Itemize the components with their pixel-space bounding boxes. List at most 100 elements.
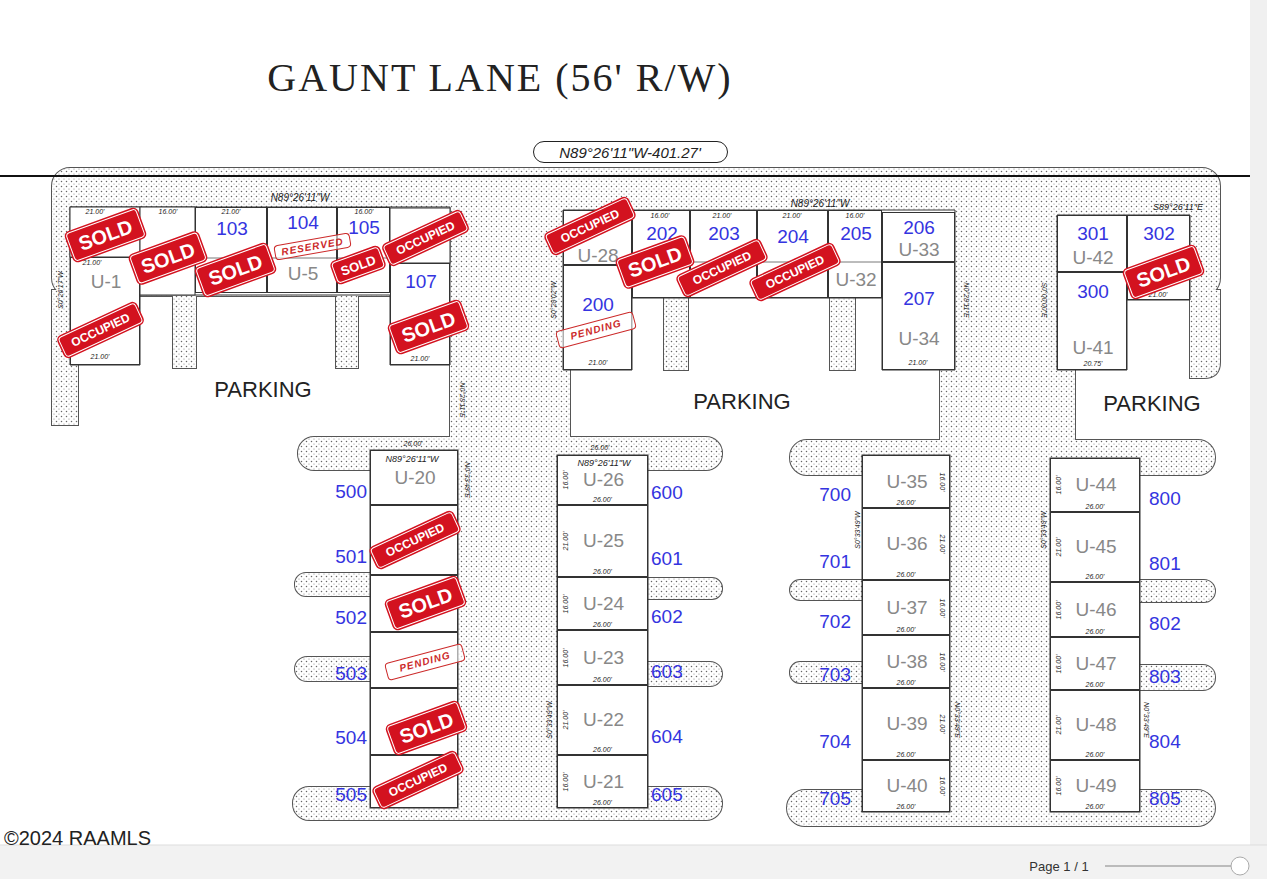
unit-number: 600 <box>651 483 683 502</box>
bearing-label: S0°33'49"W <box>854 511 861 548</box>
dimension-label: 26.00' <box>593 621 612 628</box>
bearing-label: N89°26'11"W <box>271 193 330 203</box>
unit-number: 805 <box>1149 789 1181 808</box>
bearing-label: S0°33'49"W <box>546 701 553 738</box>
unit-label: U-28 <box>577 246 618 265</box>
unit-label: U-22 <box>583 710 624 729</box>
unit-label: U-35 <box>886 471 927 490</box>
bearing-label: N0°28'11"E <box>963 282 970 317</box>
dimension-label: 26.00' <box>593 496 612 503</box>
zoom-slider-track <box>1105 865 1236 867</box>
unit-label: U-48 <box>1075 715 1116 734</box>
page-indicator: Page 1 / 1 <box>1029 860 1088 873</box>
dimension-label: 16.00' <box>562 594 569 613</box>
building-footprint <box>862 455 950 812</box>
unit-number: 601 <box>651 548 683 567</box>
unit-number: 701 <box>819 551 851 570</box>
unit-box: 207U-34 <box>882 262 955 370</box>
dimension-label: 21.00' <box>222 208 241 215</box>
unit-label: U-33 <box>898 240 939 259</box>
right-of-way-line <box>0 175 1250 177</box>
unit-number: 804 <box>1149 732 1181 751</box>
unit-number: 703 <box>819 665 851 684</box>
dimension-label: 16.00' <box>159 208 178 215</box>
bearing-label: N89°26'11"W <box>791 199 850 209</box>
unit-label: U-42 <box>1072 248 1113 267</box>
unit-number: 505 <box>335 785 367 804</box>
dimension-label: 21.00' <box>589 359 608 366</box>
unit-number: 801 <box>1149 554 1181 573</box>
dimension-label: 26.00' <box>1086 503 1105 510</box>
unit-label: U-20 <box>394 467 435 486</box>
dimension-label: 21.00' <box>83 259 102 266</box>
dimension-label: 16.00' <box>562 772 569 791</box>
unit-box: 206U-33 <box>882 212 955 262</box>
unit-number: 800 <box>1149 488 1181 507</box>
dimension-label: 16.00' <box>1055 654 1062 673</box>
building-footprints <box>70 207 1190 812</box>
dimension-label: 26.00' <box>1086 681 1105 688</box>
dimension-label: 21.00' <box>562 532 569 551</box>
area-label: PARKING <box>1103 393 1200 415</box>
unit-box: U-39704 <box>862 688 950 760</box>
bearing-text: N89°26'11"W-401.27' <box>559 145 701 160</box>
bearing-label: N89°26'11"W <box>386 455 439 464</box>
unit-number: 603 <box>651 661 683 680</box>
building-footprint <box>557 455 648 808</box>
unit-number: 802 <box>1149 613 1181 632</box>
unit-label: U-41 <box>1072 338 1113 357</box>
dimension-label: 16.00' <box>1055 476 1062 495</box>
dimension-label: 21.00' <box>939 715 946 734</box>
dimension-label: 26.00' <box>591 444 610 451</box>
unit-number: 103 <box>216 219 248 238</box>
dimension-label: 26.00' <box>404 440 423 447</box>
dimension-label: 20.75' <box>1084 360 1103 367</box>
unit-box: U-45801 <box>1050 512 1140 582</box>
unit-number: 105 <box>348 218 380 237</box>
unit-number: 203 <box>708 224 740 243</box>
dimension-label: 16.00' <box>562 471 569 490</box>
unit-label: U-26 <box>583 470 624 489</box>
unit-number: 602 <box>651 607 683 626</box>
unit-label: U-39 <box>886 714 927 733</box>
unit-number: 502 <box>335 608 367 627</box>
unit-number: 501 <box>335 547 367 566</box>
dimension-label: 26.00' <box>897 626 916 633</box>
unit-number: 200 <box>582 295 614 314</box>
unit-label: U-38 <box>886 651 927 670</box>
dimension-label: 26.00' <box>593 568 612 575</box>
unit-label: U-40 <box>886 776 927 795</box>
unit-box: U-36701 <box>862 508 950 580</box>
unit-label: U-34 <box>898 329 939 348</box>
dimension-label: 26.00' <box>1086 628 1105 635</box>
bearing-label: S89°26'11"E <box>1153 203 1203 212</box>
unit-number: 503 <box>335 664 367 683</box>
dimension-label: 16.00' <box>846 212 865 219</box>
dimension-label: 26.00' <box>1086 573 1105 580</box>
unit-number: 705 <box>819 789 851 808</box>
bearing-label: N0°33'49"E <box>1143 702 1150 738</box>
unit-label: U-37 <box>886 597 927 616</box>
dimension-label: 16.00' <box>355 208 374 215</box>
unit-number: 704 <box>819 731 851 750</box>
dimension-label: 21.00' <box>91 353 110 360</box>
dimension-label: 26.00' <box>593 746 612 753</box>
unit-label: U-44 <box>1075 475 1116 494</box>
unit-box: U-22604 <box>557 685 648 755</box>
unit-number: 702 <box>819 611 851 630</box>
watermark: ©2024 RAAMLS <box>4 828 151 848</box>
unit-number: 302 <box>1143 224 1175 243</box>
unit-label: U-49 <box>1075 776 1116 795</box>
viewer-bar-edge <box>0 845 1267 846</box>
dimension-label: 16.00' <box>939 598 946 617</box>
dimension-label: 16.00' <box>939 777 946 796</box>
unit-label: U-1 <box>91 272 122 291</box>
dimension-label: 21.00' <box>411 355 430 362</box>
unit-number: 204 <box>777 227 809 246</box>
paved-area-outline <box>52 168 1220 826</box>
bearing-label: N0°33'49"E <box>464 462 471 498</box>
unit-box: U-48804 <box>1050 690 1140 760</box>
